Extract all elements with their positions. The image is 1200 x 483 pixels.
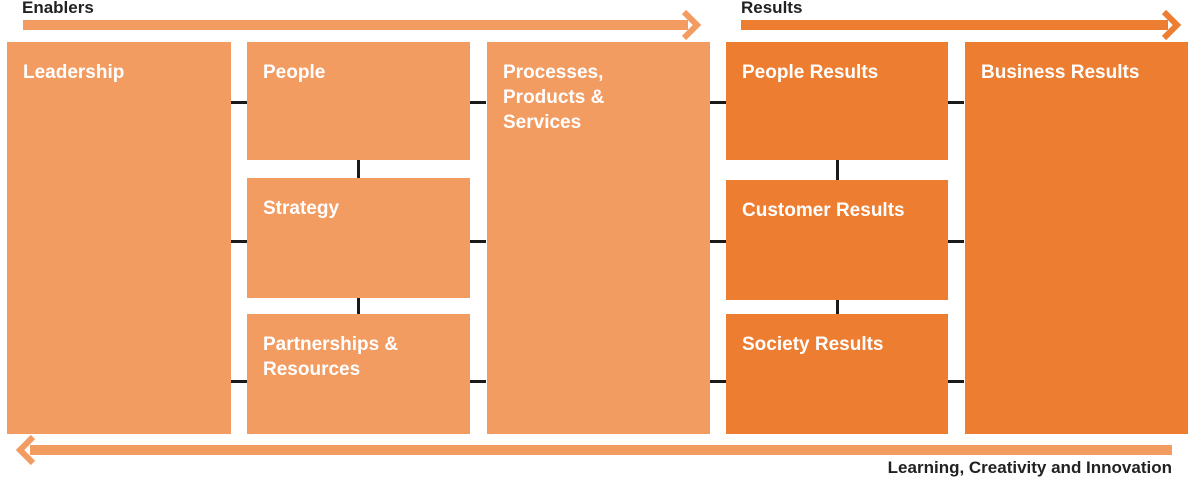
connector	[470, 380, 486, 383]
connector	[357, 160, 360, 178]
leadership-label: Leadership	[23, 62, 125, 83]
leadership-box[interactable]: Leadership	[7, 42, 231, 434]
learning-creativity-innovation-label: Learning, Creativity and Innovation	[887, 458, 1172, 477]
people-label: People	[263, 62, 326, 83]
partnerships-resources-label: Partnerships & Resources	[263, 334, 399, 380]
connector	[470, 101, 486, 104]
connector	[231, 240, 247, 243]
learning-feedback-arrow	[15, 434, 1172, 466]
strategy-box[interactable]: Strategy	[247, 178, 470, 298]
society-results-label: Society Results	[742, 334, 884, 355]
people-box[interactable]: People	[247, 42, 470, 160]
connector	[357, 298, 360, 314]
people-results-label: People Results	[742, 62, 879, 83]
customer-results-box[interactable]: Customer Results	[726, 180, 948, 300]
business-results-box[interactable]: Business Results	[965, 42, 1188, 434]
connector	[710, 240, 726, 243]
people-results-box[interactable]: People Results	[726, 42, 948, 160]
processes-products-services-box[interactable]: Processes, Products & Services	[487, 42, 710, 434]
business-results-label: Business Results	[981, 62, 1140, 83]
connector	[710, 101, 726, 104]
connector	[836, 300, 839, 314]
enablers-arrow	[23, 9, 702, 41]
processes-products-services-label: Processes, Products & Services	[503, 62, 605, 133]
connector	[231, 101, 247, 104]
connector	[948, 101, 964, 104]
results-arrow	[741, 9, 1182, 41]
connector	[710, 380, 726, 383]
connector	[470, 240, 486, 243]
enablers-header: Enablers	[22, 0, 94, 17]
connector	[948, 240, 964, 243]
connector	[836, 160, 839, 180]
customer-results-label: Customer Results	[742, 200, 905, 221]
connector	[231, 380, 247, 383]
strategy-label: Strategy	[263, 198, 340, 219]
connector	[948, 380, 964, 383]
results-header: Results	[741, 0, 803, 17]
society-results-box[interactable]: Society Results	[726, 314, 948, 434]
partnerships-resources-box[interactable]: Partnerships & Resources	[247, 314, 470, 434]
